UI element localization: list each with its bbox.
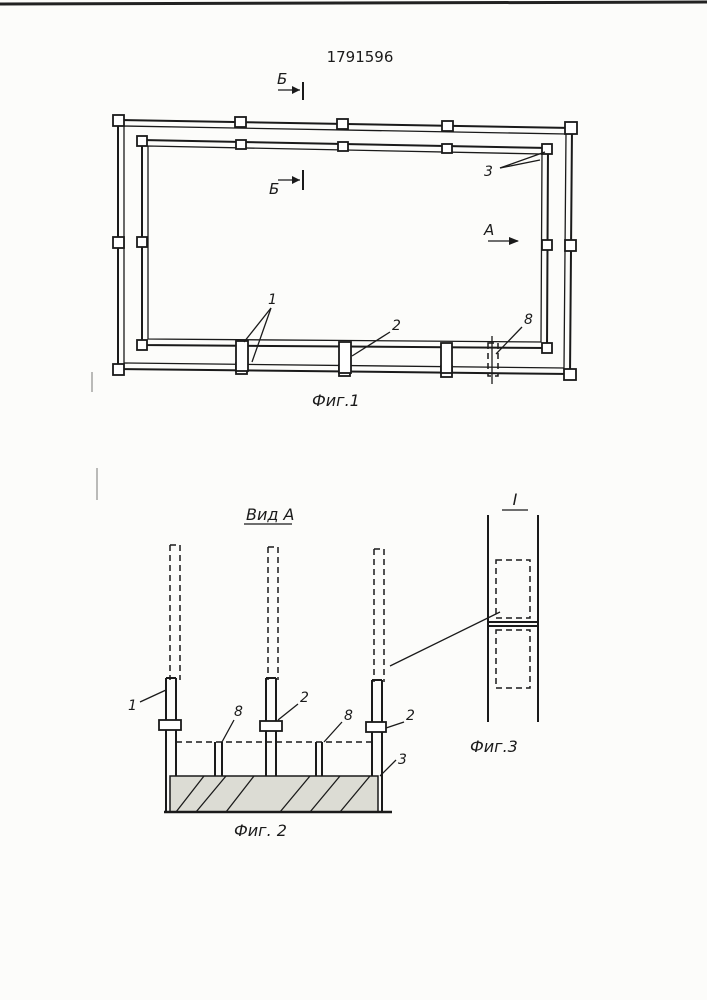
inner-post bbox=[338, 142, 348, 151]
leader-line bbox=[386, 722, 404, 728]
callout-1: 1 bbox=[268, 292, 277, 308]
view-title: Вид А bbox=[246, 505, 294, 524]
leader-line bbox=[244, 308, 271, 342]
post-extension-dashed bbox=[374, 549, 384, 682]
inner-post bbox=[137, 340, 147, 350]
callout-2: 2 bbox=[406, 708, 415, 724]
sheet-top-edge bbox=[0, 2, 707, 4]
inner-post bbox=[137, 237, 147, 247]
leader-line bbox=[352, 332, 390, 356]
outer-post bbox=[113, 237, 124, 248]
tie-element bbox=[236, 341, 248, 371]
callout-2: 2 bbox=[300, 690, 309, 706]
inner-frame-inner-line bbox=[148, 146, 542, 342]
clamp bbox=[260, 721, 282, 731]
callout-8: 8 bbox=[234, 704, 243, 720]
detail-hidden-block-lower bbox=[496, 630, 530, 688]
fig3-detail: I Фиг.3 bbox=[470, 490, 538, 756]
callout-3: 3 bbox=[484, 164, 493, 180]
outer-post bbox=[565, 122, 577, 134]
strut bbox=[215, 742, 222, 776]
detail-leader-line bbox=[390, 612, 500, 666]
outer-post bbox=[564, 369, 576, 380]
clamp bbox=[159, 720, 181, 730]
outer-frame-outer-line bbox=[118, 120, 572, 374]
clamp bbox=[366, 722, 386, 732]
callout-8: 8 bbox=[524, 312, 533, 328]
outer-post bbox=[442, 121, 453, 131]
section-mark-label: Б bbox=[269, 180, 279, 198]
section-arrowhead bbox=[292, 176, 300, 184]
leader-line bbox=[140, 690, 166, 702]
fig1-plan-view: Б Б А 1 2 3 8 Фиг.1 bbox=[113, 70, 577, 410]
tie-element bbox=[441, 343, 452, 373]
outer-post bbox=[235, 117, 246, 127]
callout-8: 8 bbox=[344, 708, 353, 724]
fig2-view-a: Вид А 1 2 8 8 2 3 bbox=[128, 505, 500, 840]
inner-post bbox=[236, 140, 246, 149]
fig2-caption: Фиг. 2 bbox=[234, 821, 287, 840]
outer-post bbox=[565, 240, 576, 251]
tie-element bbox=[339, 342, 351, 373]
callout-3: 3 bbox=[398, 752, 407, 768]
outer-frame-inner-line bbox=[124, 126, 566, 368]
outer-post bbox=[337, 119, 348, 129]
scan-artifact bbox=[92, 372, 97, 500]
inner-post bbox=[442, 144, 452, 153]
inner-post bbox=[137, 136, 147, 146]
strut bbox=[316, 742, 322, 776]
fig1-caption: Фиг.1 bbox=[312, 391, 360, 410]
leader-line bbox=[252, 308, 271, 362]
section-mark-label: Б bbox=[277, 70, 287, 88]
post-extension-dashed bbox=[170, 545, 180, 680]
outer-post bbox=[113, 115, 124, 126]
leader-line bbox=[324, 722, 342, 742]
leader-line bbox=[222, 720, 234, 742]
detail-mark: I bbox=[513, 490, 518, 509]
fig3-caption: Фиг.3 bbox=[470, 737, 518, 756]
callout-1: 1 bbox=[128, 698, 137, 714]
patent-number: 1791596 bbox=[327, 48, 394, 66]
section-arrowhead bbox=[292, 86, 300, 94]
view-arrowhead bbox=[509, 237, 519, 245]
post-extension-dashed bbox=[268, 547, 278, 680]
detail-hidden-block-upper bbox=[496, 560, 530, 618]
callout-2: 2 bbox=[392, 318, 401, 334]
view-mark-label: А bbox=[483, 221, 494, 239]
inner-post bbox=[542, 343, 552, 353]
outer-post bbox=[113, 364, 124, 375]
detail-joint bbox=[488, 622, 538, 626]
leader-line bbox=[278, 704, 298, 720]
inner-post bbox=[542, 240, 552, 250]
leader-line bbox=[496, 327, 522, 354]
